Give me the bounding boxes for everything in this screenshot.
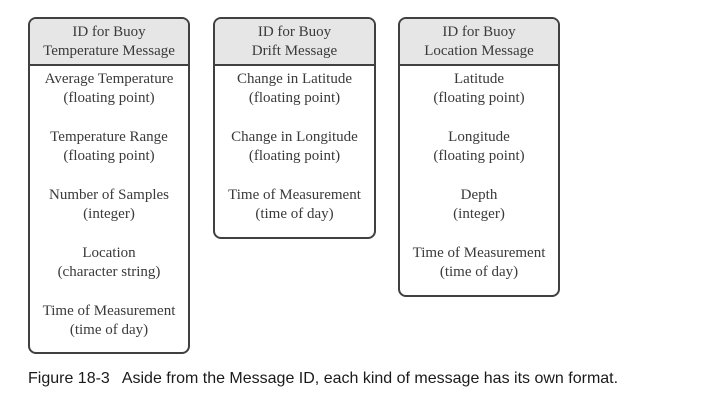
box-header: ID for Buoy Temperature Message [30,19,188,66]
box-header: ID for Buoy Drift Message [215,19,374,66]
field-type: (floating point) [433,90,525,106]
field-type: (time of day) [439,264,519,280]
drift-message-box: ID for Buoy Drift Message Change in Lati… [213,17,376,239]
header-title: Drift Message [251,43,338,59]
field-item: Temperature Range (floating point) [30,128,188,166]
field-list: Average Temperature (floating point) Tem… [30,66,188,340]
field-type: (floating point) [63,90,155,106]
field-name: Time of Measurement [42,303,176,319]
field-item: Time of Measurement (time of day) [215,186,374,224]
field-item: Average Temperature (floating point) [30,70,188,108]
field-item: Latitude (floating point) [400,70,558,108]
field-name: Latitude [454,71,504,87]
field-item: Location (character string) [30,244,188,282]
header-title: Temperature Message [43,43,175,59]
header-title: Location Message [424,43,534,59]
field-name: Depth [460,187,498,203]
field-item: Depth (integer) [400,186,558,224]
field-item: Longitude (floating point) [400,128,558,166]
field-type: (floating point) [248,148,341,164]
field-item: Time of Measurement (time of day) [30,302,188,340]
field-type: (floating point) [248,90,341,106]
box-header: ID for Buoy Location Message [400,19,558,66]
field-item: Change in Longitude (floating point) [215,128,374,166]
field-type: (integer) [83,206,135,222]
field-type: (time of day) [69,322,149,338]
figure-caption: Figure 18-3 Aside from the Message ID, ea… [28,370,618,388]
field-type: (floating point) [433,148,525,164]
field-item: Change in Latitude (floating point) [215,70,374,108]
field-list: Latitude (floating point) Longitude (flo… [400,66,558,282]
field-list: Change in Latitude (floating point) Chan… [215,66,374,224]
header-line: ID for Buoy [442,24,516,40]
field-name: Time of Measurement [412,245,546,261]
field-type: (floating point) [63,148,155,164]
temperature-message-box: ID for Buoy Temperature Message Average … [28,17,190,354]
header-line: ID for Buoy [257,24,332,40]
field-type: (integer) [453,206,505,222]
field-name: Temperature Range [50,129,168,145]
field-type: (time of day) [255,206,334,222]
field-name: Average Temperature [44,71,174,87]
field-item: Number of Samples (integer) [30,186,188,224]
field-name: Change in Longitude [231,129,358,145]
figure-label: Figure 18-3 [28,370,110,387]
header-line: ID for Buoy [72,24,146,40]
field-type: (character string) [57,264,161,280]
caption-text: Aside from the Message ID, each kind of … [121,370,619,387]
field-name: Change in Latitude [237,71,352,87]
field-name: Time of Measurement [228,187,361,203]
field-item: Time of Measurement (time of day) [400,244,558,282]
location-message-box: ID for Buoy Location Message Latitude (f… [398,17,560,297]
field-name: Location [82,245,136,261]
field-name: Longitude [448,129,510,145]
field-name: Number of Samples [49,187,169,203]
